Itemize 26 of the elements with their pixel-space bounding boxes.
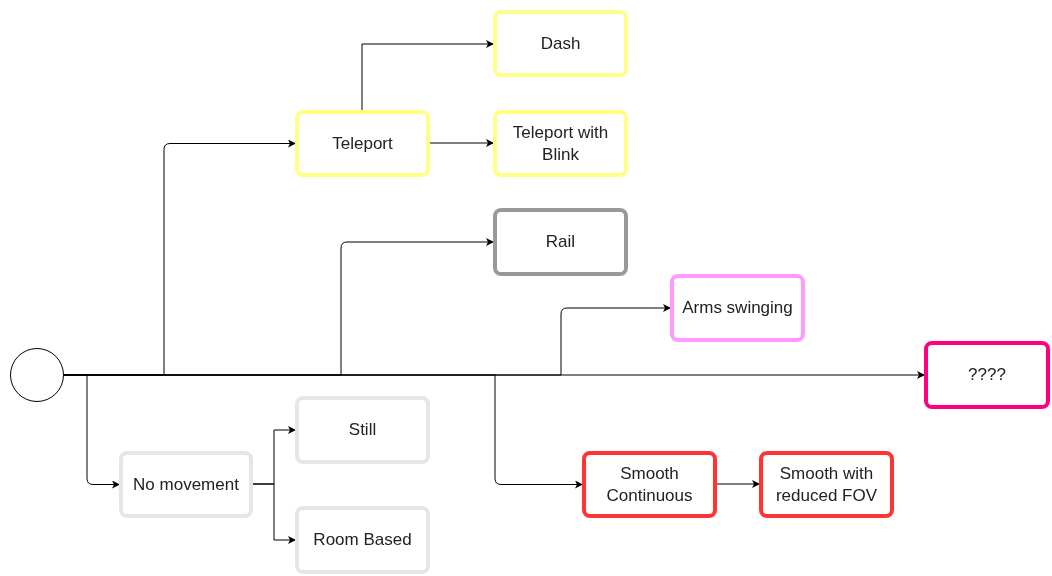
node-label: No movement: [133, 473, 239, 496]
process-box: [295, 396, 430, 464]
process-box: [493, 10, 628, 77]
process-box: [119, 451, 253, 518]
process-box: [295, 110, 430, 177]
node-label: Smooth Continuous: [605, 462, 694, 507]
node-label: Teleport: [332, 132, 393, 155]
arrow: [716, 480, 760, 488]
arrow: [252, 483, 296, 544]
node-label: Dash: [540, 32, 581, 55]
process-box: [582, 451, 717, 518]
node-label: Room Based: [313, 529, 412, 551]
process-box: [295, 506, 430, 574]
process-box: [924, 341, 1050, 409]
node-label: Smooth with reduced FOV: [774, 462, 879, 507]
node-label: Rail: [545, 231, 576, 253]
node-label: Still: [348, 419, 377, 441]
process-box: [493, 110, 628, 177]
node-label: Arms swinging: [682, 297, 793, 319]
process-box: [493, 208, 628, 276]
process-box: [670, 274, 805, 342]
node-label: ????: [968, 364, 1006, 386]
node-label: Teleport with Blink: [511, 121, 610, 166]
arrow: [361, 40, 494, 111]
arrow: [429, 139, 494, 147]
process-box: [759, 451, 894, 518]
